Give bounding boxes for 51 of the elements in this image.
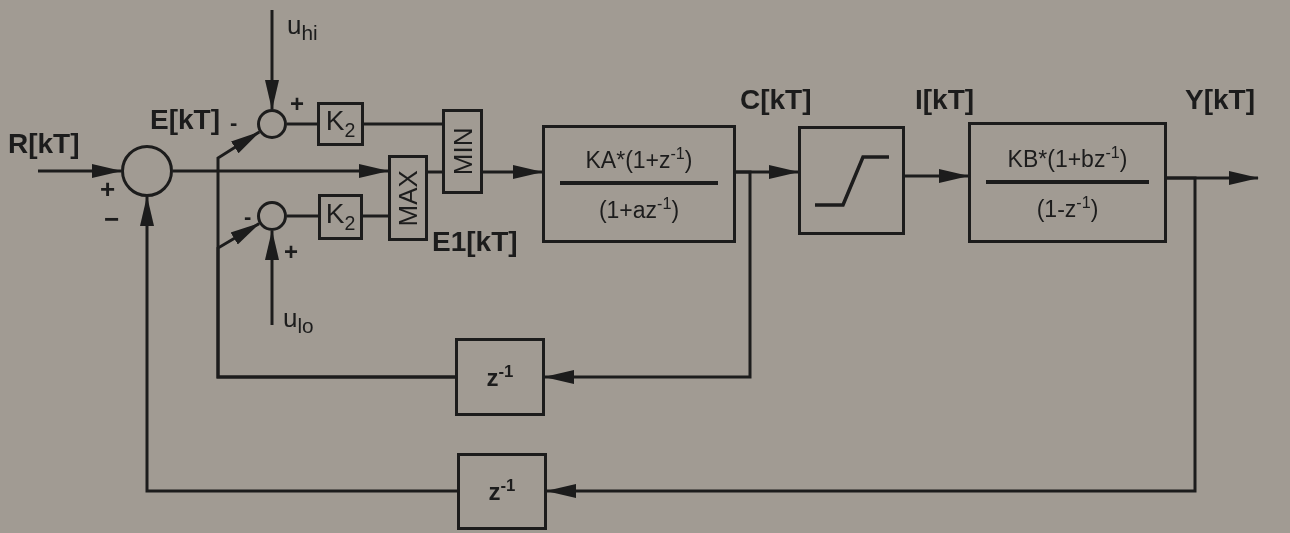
signal-label: R[kT] (8, 130, 80, 158)
arrow (265, 230, 279, 325)
connector-line (287, 122, 317, 126)
arrow (265, 10, 279, 110)
delay-block (457, 453, 547, 530)
summing-junction (257, 109, 287, 139)
block-text: MAX (393, 169, 423, 227)
sign-label: + (284, 240, 298, 264)
block-text: (1-z$^{-1}$) (1036, 193, 1099, 222)
block-text: K$_{2}$ (325, 106, 356, 142)
arrow (140, 196, 457, 493)
sign-label: - (244, 206, 252, 228)
sign-label: + (290, 92, 304, 116)
max-block (388, 155, 428, 241)
arrow (905, 169, 969, 183)
connector-line (287, 214, 318, 218)
block-text: z$^{-1}$ (486, 362, 514, 392)
summing-junction (257, 201, 287, 231)
connector-line (363, 214, 388, 218)
delay-block (455, 338, 545, 416)
block-text: z$^{-1}$ (488, 477, 516, 506)
gain-block (318, 194, 363, 240)
arrow (216, 222, 455, 379)
arrow (544, 170, 752, 384)
arrow (38, 164, 122, 178)
min-block (442, 109, 483, 194)
signal-label: E[kT] (150, 106, 220, 134)
block-text: KA*(1+z$^{-1}$) (585, 145, 693, 173)
gain-block (317, 102, 364, 146)
connector-line (364, 122, 442, 126)
connector-line (428, 170, 442, 174)
block-text: K$_{2}$ (325, 199, 356, 235)
transfer-function-block (542, 125, 736, 243)
sign-label: + (100, 176, 116, 202)
signal-label: u$_{hi}$ (287, 12, 318, 44)
block-text: (1+az$^{-1}$) (598, 195, 680, 223)
block-text: KB*(1+bz$^{-1}$) (1007, 143, 1128, 172)
arrow (483, 165, 543, 179)
signal-label: E1[kT] (432, 228, 518, 256)
signal-label: C[kT] (740, 86, 812, 114)
sign-label: - (230, 112, 238, 134)
sign-label: − (104, 206, 120, 232)
arrow (546, 176, 1197, 498)
summing-junction (121, 145, 173, 197)
arrow (173, 164, 389, 178)
saturation-block (798, 126, 905, 235)
signal-label: Y[kT] (1185, 86, 1255, 114)
transfer-function-block (968, 122, 1167, 243)
signal-label: u$_{lo}$ (283, 305, 314, 337)
signal-label: I[kT] (915, 86, 975, 114)
block-text: MIN (448, 127, 477, 176)
